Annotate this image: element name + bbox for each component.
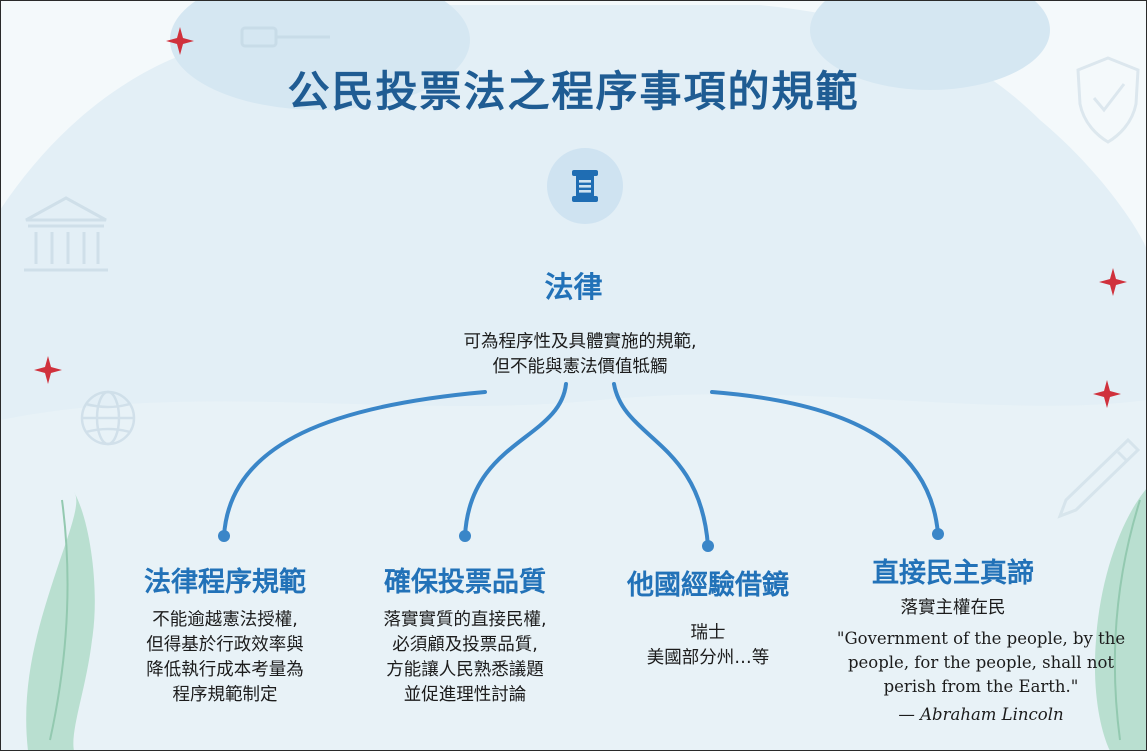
pen-icon — [1057, 437, 1141, 519]
branch-heading-legal-procedure: 法律程序規範 — [144, 567, 306, 598]
branch-line: 降低執行成本考量為 — [146, 660, 304, 680]
branch-description-direct-democracy: 落實主權在民 — [820, 596, 1086, 621]
connector-dot-1 — [218, 530, 230, 542]
courthouse-icon — [24, 196, 108, 272]
connector-dot-4 — [932, 528, 944, 540]
branch-line: 不能逾越憲法授權, — [152, 610, 298, 630]
quote-line: people, for the people, shall not — [847, 653, 1115, 672]
branch-description-legal-procedure: 不能逾越憲法授權, 但得基於行政效率與 降低執行成本考量為 程序規範制定 — [92, 608, 358, 708]
gavel-icon — [240, 26, 330, 48]
branch-line: 方能讓人民熟悉議題 — [386, 660, 544, 680]
branch-description-voting-quality: 落實實質的直接民權, 必須顧及投票品質, 方能讓人民熟悉議題 並促進理性討論 — [332, 608, 598, 708]
center-description-line: 可為程序性及具體實施的規範, — [463, 332, 697, 352]
branch-line: 美國部分州…等 — [646, 648, 770, 668]
branch-line: 落實主權在民 — [900, 598, 1006, 618]
connector-line-1 — [222, 390, 487, 538]
branch-heading-voting-quality: 確保投票品質 — [384, 567, 546, 598]
connector-line-4 — [710, 390, 940, 536]
branch-line: 並促進理性討論 — [403, 685, 527, 705]
page-title: 公民投票法之程序事項的規範 — [287, 67, 860, 116]
branch-heading-direct-democracy: 直接民主真諦 — [872, 558, 1034, 589]
connector-dot-3 — [702, 540, 714, 552]
quote-line: "Government of the people, by the — [836, 629, 1126, 648]
connector-endpoints — [218, 528, 944, 552]
scroll-icon — [572, 170, 598, 202]
quote-author: — Abraham Lincoln — [898, 705, 1064, 724]
connector-dot-2 — [459, 530, 471, 542]
branch-line: 但得基於行政效率與 — [146, 635, 304, 655]
branch-line: 必須顧及投票品質, — [392, 635, 538, 655]
center-icon-badge — [547, 148, 623, 224]
connector-line-3 — [612, 382, 710, 548]
center-description-line: 但不能與憲法價值牴觸 — [492, 357, 668, 377]
branch-line: 程序規範制定 — [172, 685, 278, 705]
lincoln-quote: "Government of the people, by the people… — [818, 627, 1144, 699]
center-description: 可為程序性及具體實施的規範, 但不能與憲法價值牴觸 — [300, 330, 860, 380]
shield-icon — [1076, 56, 1140, 144]
quote-line: perish from the Earth." — [883, 677, 1079, 696]
connector-lines — [222, 382, 940, 548]
connector-line-2 — [463, 382, 568, 538]
branch-description-foreign-experience: 瑞士 美國部分州…等 — [575, 621, 841, 671]
leaf-icon — [26, 488, 1147, 751]
branch-line: 瑞士 — [690, 623, 726, 643]
branch-line: 落實實質的直接民權, — [383, 610, 547, 630]
sparkle-icon — [34, 27, 1127, 408]
globe-icon — [80, 390, 136, 446]
center-heading: 法律 — [544, 270, 603, 304]
branch-heading-foreign-experience: 他國經驗借鏡 — [627, 570, 789, 601]
